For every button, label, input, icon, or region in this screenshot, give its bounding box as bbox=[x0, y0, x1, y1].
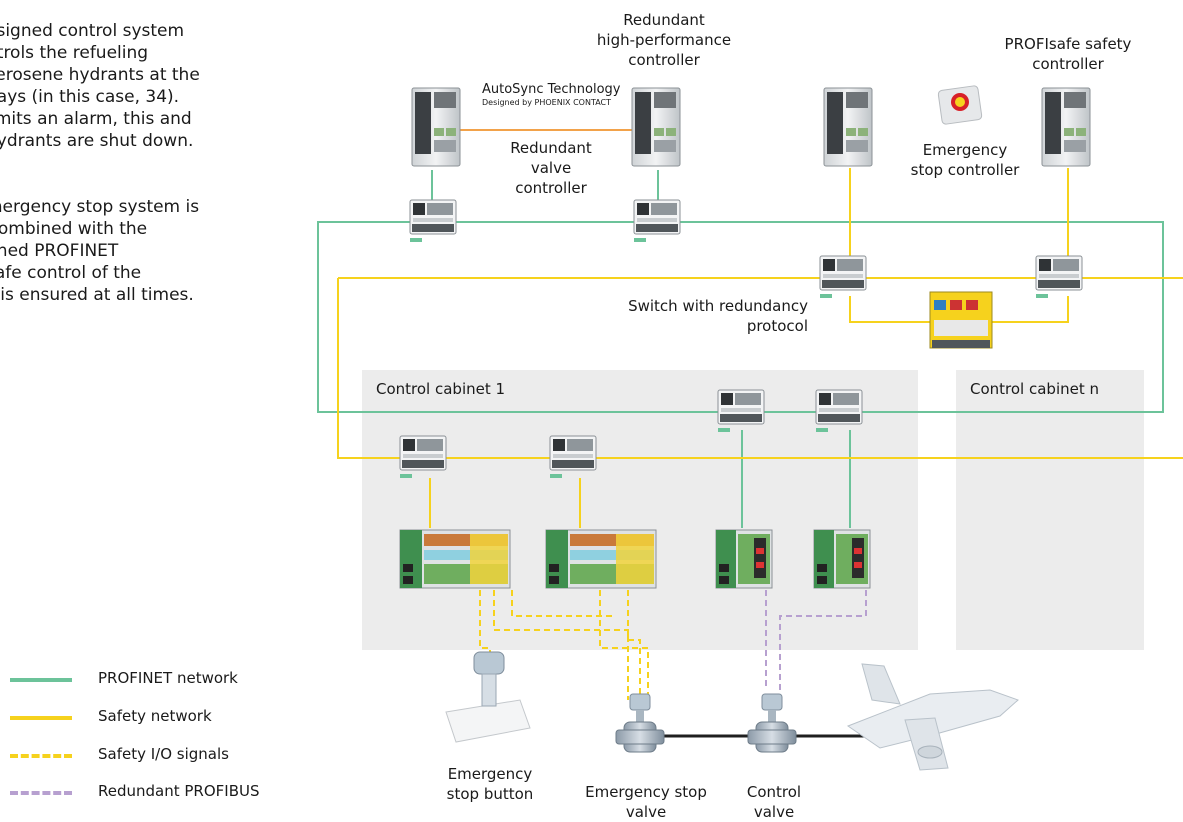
cabinet-n-title: Control cabinet n bbox=[970, 380, 1100, 398]
legend-label: Safety I/O signals bbox=[98, 745, 229, 763]
valve-icon bbox=[747, 693, 797, 753]
controller-icon bbox=[631, 87, 681, 167]
redundant-valve-label: Redundant valve controller bbox=[510, 139, 592, 197]
switch-redundancy-label: Switch with redundancy protocol bbox=[628, 297, 808, 335]
control-cabinet-n: Control cabinet n bbox=[956, 370, 1144, 650]
controller-icon bbox=[823, 87, 873, 167]
switch-icon bbox=[549, 435, 597, 479]
controller-icon bbox=[1041, 87, 1091, 167]
legend-label: Redundant PROFIBUS bbox=[98, 782, 260, 800]
io-module-icon bbox=[399, 529, 511, 589]
emergency-stop-valve-label: Emergency stop valve bbox=[585, 783, 707, 821]
switch-icon bbox=[1035, 255, 1083, 299]
switch-icon bbox=[819, 255, 867, 299]
switch-icon bbox=[409, 199, 457, 243]
io-module-icon bbox=[545, 529, 657, 589]
emergency-stop-button-label: Emergency stop button bbox=[446, 765, 534, 803]
legend-label: Safety network bbox=[98, 707, 212, 725]
autosync-sublabel: Designed by PHOENIX CONTACT bbox=[482, 98, 612, 107]
switch-icon bbox=[399, 435, 447, 479]
switch-icon bbox=[633, 199, 681, 243]
safety-module-icon bbox=[929, 291, 993, 349]
legend-label: PROFINET network bbox=[98, 669, 238, 687]
io-module-icon bbox=[715, 529, 773, 589]
emergency-stop-controller-label: Emergency stop controller bbox=[910, 141, 1020, 179]
legend-swatch bbox=[10, 754, 72, 758]
legend-item-profibus: Redundant PROFIBUS bbox=[10, 781, 290, 801]
redundant-controller-label: Redundant high-performance controller bbox=[596, 11, 732, 69]
switch-icon bbox=[717, 389, 765, 433]
legend-swatch bbox=[10, 678, 72, 682]
intro-paragraph-2: smits an alarm, this and hydrants are sh… bbox=[0, 109, 194, 151]
switch-icon bbox=[815, 389, 863, 433]
redundant-profibus bbox=[765, 590, 867, 690]
legend-item-safety-network: Safety network bbox=[10, 706, 290, 726]
stop-button-icon bbox=[445, 651, 531, 743]
controller-icon bbox=[411, 87, 461, 167]
legend-item-profinet: PROFINET network bbox=[10, 668, 290, 688]
safety-io-signals bbox=[479, 590, 649, 700]
cabinet-1-title: Control cabinet 1 bbox=[376, 380, 506, 398]
io-module-icon bbox=[813, 529, 871, 589]
legend-swatch bbox=[10, 716, 72, 720]
valve-icon bbox=[615, 693, 665, 753]
control-valve-label: Control valve bbox=[746, 783, 802, 821]
profisafe-badge-icon bbox=[937, 85, 983, 125]
intro-paragraph-3: mergency stop system is Combined with th… bbox=[0, 197, 200, 305]
airplane-icon bbox=[846, 663, 1019, 771]
autosync-label: AutoSync Technology bbox=[482, 82, 621, 97]
profinet-ring bbox=[317, 170, 1164, 528]
profisafe-controller-label: PROFIsafe safety controller bbox=[1004, 35, 1132, 73]
legend-swatch bbox=[10, 791, 72, 795]
legend-item-safety-io: Safety I/O signals bbox=[10, 744, 290, 764]
